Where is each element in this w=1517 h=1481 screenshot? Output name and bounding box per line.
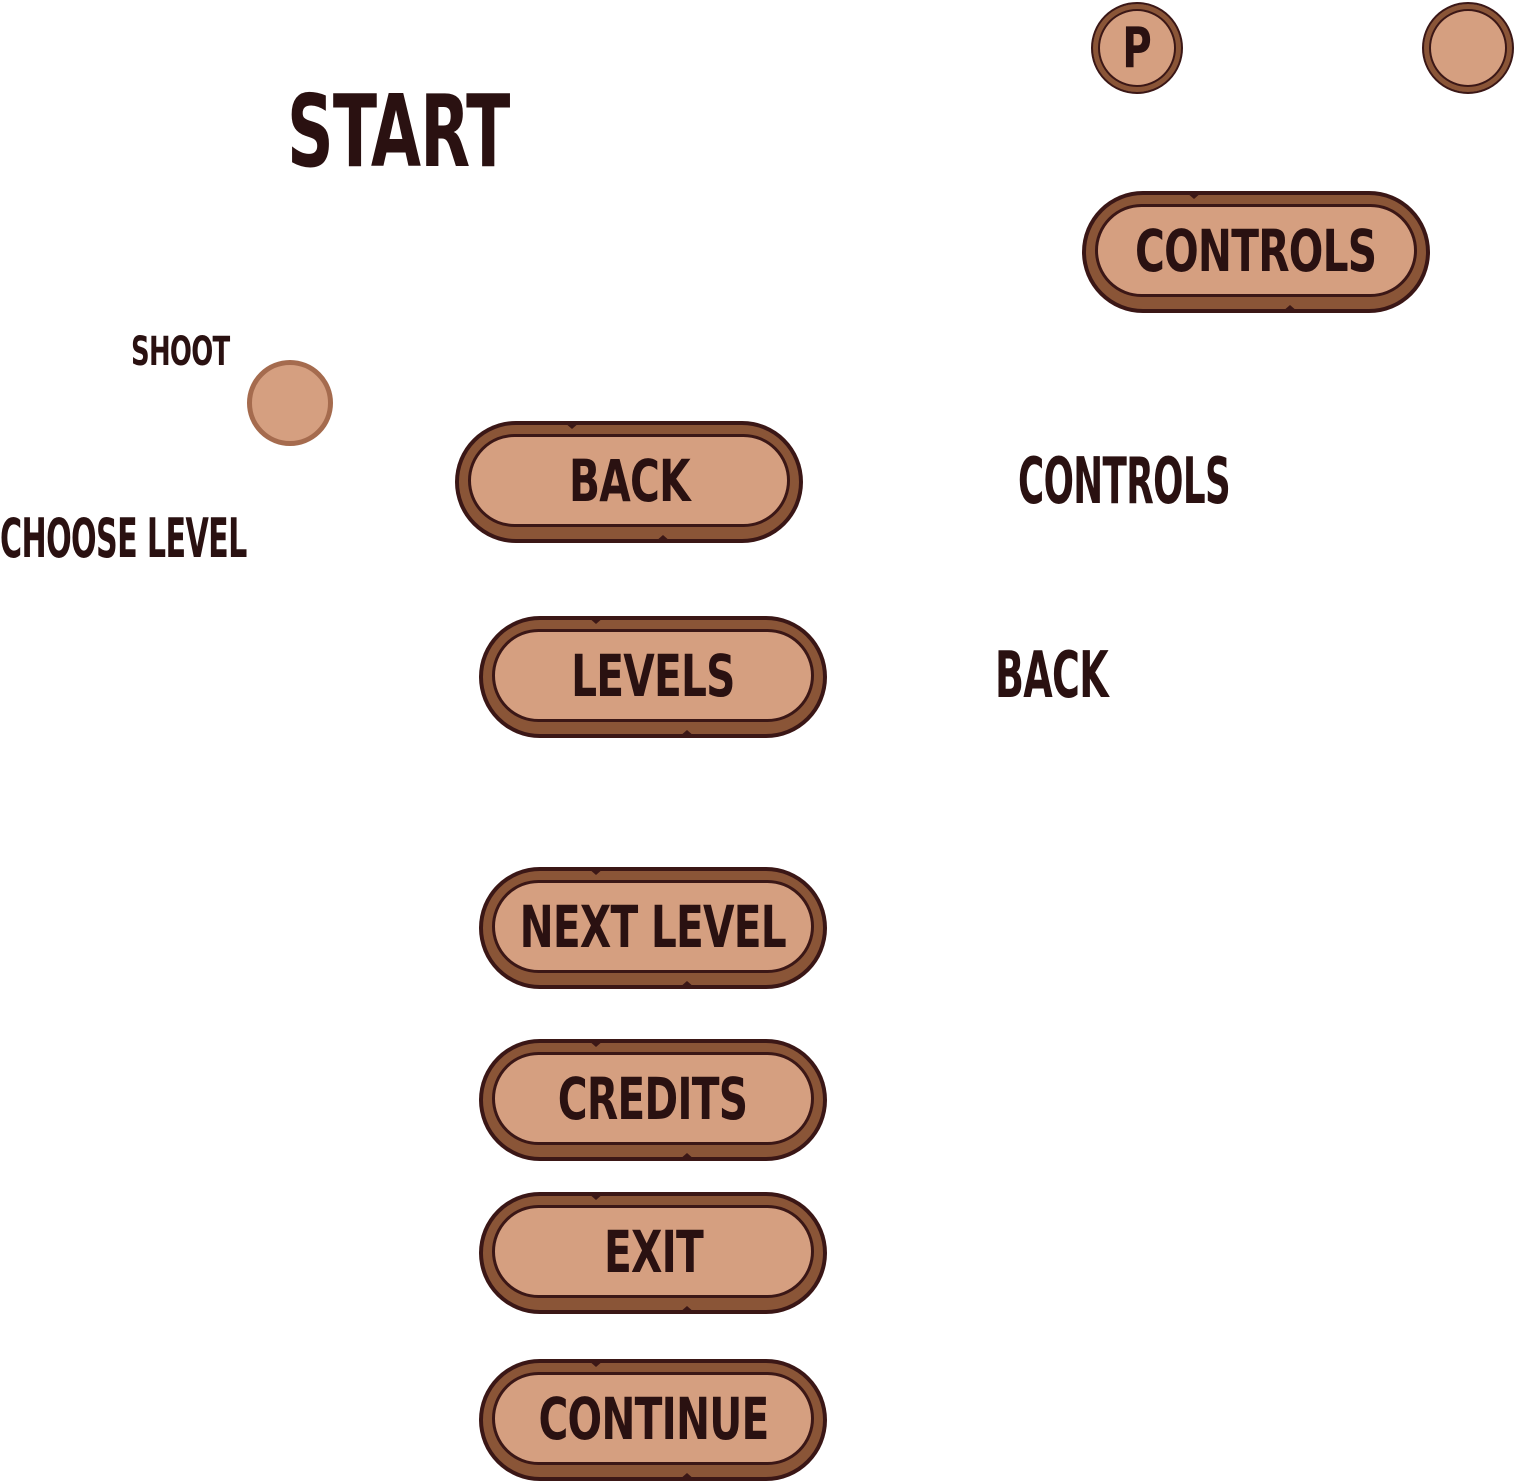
controls-button-face: CONTROLS	[1095, 204, 1417, 297]
levels-button[interactable]: LEVELS	[480, 617, 826, 737]
pause-p-icon: P	[1122, 15, 1152, 81]
notch-decoration	[588, 868, 604, 875]
notch-decoration	[655, 535, 671, 542]
back-button[interactable]: BACK	[456, 422, 802, 542]
notch-decoration	[679, 981, 695, 988]
controls-button-label: CONTROLS	[1135, 216, 1377, 285]
exit-button-face: EXIT	[492, 1205, 814, 1298]
round-button-top-right[interactable]	[1422, 2, 1514, 94]
back-label: BACK	[995, 639, 1109, 713]
notch-decoration	[1282, 305, 1298, 312]
back-button-face: BACK	[468, 434, 790, 527]
levels-button-label: LEVELS	[571, 641, 735, 710]
exit-button[interactable]: EXIT	[480, 1193, 826, 1313]
continue-button[interactable]: CONTINUE	[480, 1360, 826, 1480]
continue-button-face: CONTINUE	[492, 1372, 814, 1465]
shoot-label: SHOOT	[131, 329, 230, 375]
credits-button-label: CREDITS	[558, 1064, 748, 1133]
notch-decoration	[679, 1473, 695, 1480]
notch-decoration	[679, 1306, 695, 1313]
levels-button-face: LEVELS	[492, 629, 814, 722]
next-level-button-label: NEXT LEVEL	[519, 892, 787, 961]
pause-button[interactable]: P	[1091, 2, 1183, 94]
start-label: START	[287, 73, 510, 190]
notch-decoration	[588, 617, 604, 624]
notch-decoration	[588, 1193, 604, 1200]
continue-button-label: CONTINUE	[537, 1384, 769, 1453]
shoot-button[interactable]	[247, 360, 333, 446]
back-button-label: BACK	[568, 446, 691, 515]
next-level-button[interactable]: NEXT LEVEL	[480, 868, 826, 988]
controls-button[interactable]: CONTROLS	[1083, 192, 1429, 312]
notch-decoration	[564, 422, 580, 429]
choose-level-label: CHOOSE LEVEL	[0, 507, 247, 570]
credits-button-face: CREDITS	[492, 1052, 814, 1145]
notch-decoration	[588, 1360, 604, 1367]
notch-decoration	[679, 730, 695, 737]
controls-label: CONTROLS	[1018, 445, 1231, 519]
notch-decoration	[588, 1040, 604, 1047]
exit-button-label: EXIT	[603, 1217, 704, 1286]
next-level-button-face: NEXT LEVEL	[492, 880, 814, 973]
notch-decoration	[679, 1153, 695, 1160]
notch-decoration	[1186, 192, 1202, 199]
credits-button[interactable]: CREDITS	[480, 1040, 826, 1160]
